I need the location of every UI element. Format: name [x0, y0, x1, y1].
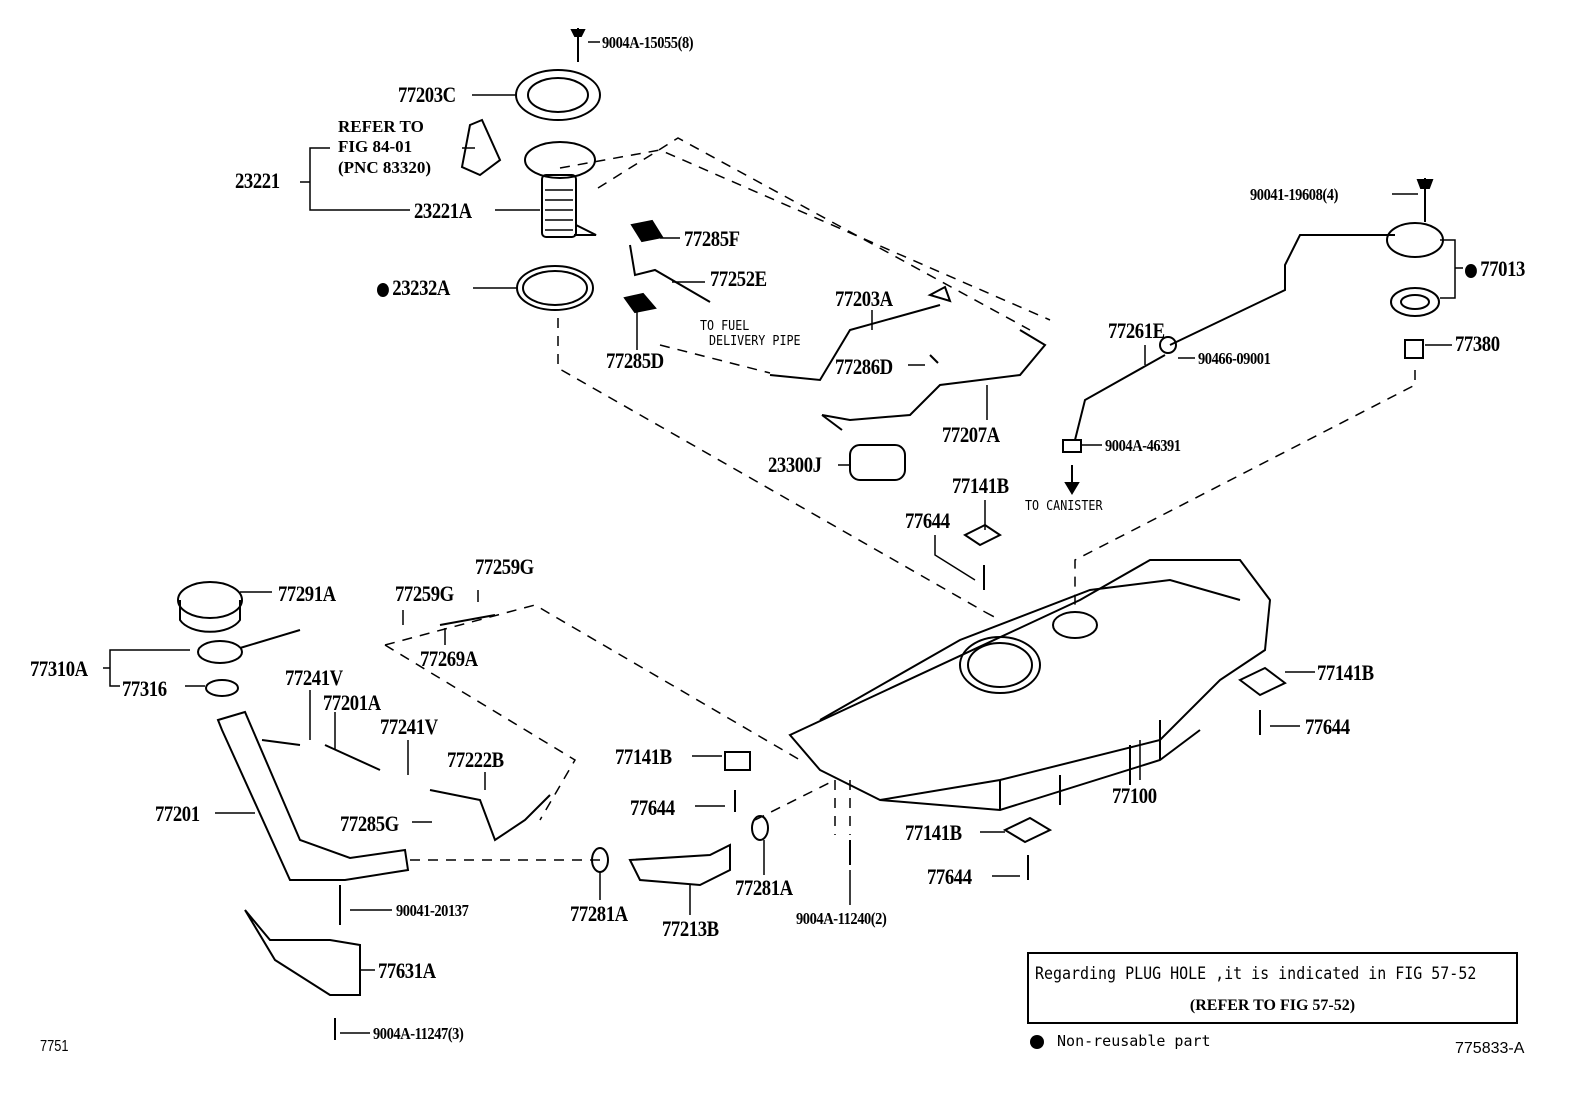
part-label-77201[interactable]: 77201 — [155, 801, 200, 826]
part-label-77013[interactable]: 77013 — [1465, 258, 1525, 280]
part-label-77213b[interactable]: 77213B — [662, 916, 719, 941]
part-label-77141b-left[interactable]: 77141B — [615, 744, 672, 769]
note-line-2: DELIVERY PIPE — [709, 333, 801, 349]
non-reusable-marker-icon — [1030, 1034, 1044, 1049]
part-label-77281a-b[interactable]: 77281A — [735, 875, 793, 900]
part-label-77259g-a[interactable]: 77259G — [395, 581, 454, 606]
part-label-77207a[interactable]: 77207A — [942, 422, 1000, 447]
fuel-tank-body-drawing — [788, 559, 1272, 812]
part-label-77252e[interactable]: 77252E — [710, 266, 767, 291]
fuel-tube-drawing — [623, 219, 1047, 481]
plug-hole-note-text: Regarding PLUG HOLE ,it is indicated in … — [1035, 964, 1477, 984]
refer-to-note[interactable]: REFER TO FIG 84-01 (PNC 83320) — [338, 117, 431, 178]
part-label-77259g-b[interactable]: 77259G — [475, 554, 534, 579]
part-label-77241v-b[interactable]: 77241V — [380, 714, 438, 739]
assembly-guide-lines — [384, 137, 1416, 861]
part-label-77203a[interactable]: 77203A — [835, 286, 893, 311]
part-number: 77013 — [1480, 256, 1525, 281]
refer-line-2: FIG 84-01 — [338, 137, 413, 157]
non-reusable-marker-icon — [1465, 263, 1477, 278]
part-label-77285g[interactable]: 77285G — [340, 811, 399, 836]
part-label-77261e[interactable]: 77261E — [1108, 318, 1165, 343]
to-canister-note: TO CANISTER — [1025, 499, 1103, 514]
part-label-77203c[interactable]: 77203C — [398, 82, 456, 107]
part-label-90466-09001[interactable]: 90466-09001 — [1198, 349, 1271, 368]
part-label-9004a-15055[interactable]: 9004A-15055(8) — [602, 33, 694, 52]
refer-line-3: (PNC 83320) — [338, 157, 432, 177]
part-label-77316[interactable]: 77316 — [122, 676, 167, 701]
part-label-77269a[interactable]: 77269A — [420, 646, 478, 671]
part-label-77631a[interactable]: 77631A — [378, 958, 436, 983]
part-label-9004a-11240[interactable]: 9004A-11240(2) — [796, 909, 887, 928]
vent-tube-drawing — [1062, 178, 1444, 495]
note-line-1: TO FUEL — [700, 319, 750, 334]
part-label-9004a-46391[interactable]: 9004A-46391 — [1105, 436, 1181, 455]
part-label-77141b-right[interactable]: 77141B — [1317, 660, 1374, 685]
legend-text: Non-reusable part — [1057, 1032, 1211, 1050]
part-label-90041-19608[interactable]: 90041-19608(4) — [1250, 185, 1338, 204]
plug-hole-note-box: Regarding PLUG HOLE ,it is indicated in … — [1027, 952, 1518, 1024]
part-label-77241v-a[interactable]: 77241V — [285, 665, 343, 690]
refer-line-1: REFER TO — [338, 117, 424, 136]
legend: Non-reusable part — [1030, 1032, 1211, 1050]
part-label-77286d[interactable]: 77286D — [835, 354, 893, 379]
leader-lines — [103, 41, 1463, 1034]
part-label-77644-right[interactable]: 77644 — [1305, 714, 1350, 739]
part-label-77281a-a[interactable]: 77281A — [570, 901, 628, 926]
non-reusable-marker-icon — [377, 282, 389, 297]
part-label-77141b-top[interactable]: 77141B — [952, 473, 1009, 498]
part-label-90041-20137[interactable]: 90041-20137 — [396, 901, 469, 920]
fuel-pump-assembly-drawing — [460, 28, 601, 311]
to-fuel-delivery-pipe-note: TO FUEL DELIVERY PIPE — [700, 319, 801, 350]
part-label-23232a[interactable]: 23232A — [377, 277, 450, 299]
part-label-9004a-11247[interactable]: 9004A-11247(3) — [373, 1024, 464, 1043]
part-label-23221a[interactable]: 23221A — [414, 198, 472, 223]
part-label-77644-top[interactable]: 77644 — [905, 508, 950, 533]
tank-straps-drawing — [724, 523, 1287, 880]
part-number: 23232A — [392, 275, 451, 300]
part-label-23221[interactable]: 23221 — [235, 168, 280, 193]
part-label-23300j[interactable]: 23300J — [768, 452, 822, 477]
part-label-77285f[interactable]: 77285F — [684, 226, 740, 251]
part-label-77201a[interactable]: 77201A — [323, 690, 381, 715]
figure-id: 775833-A — [1455, 1040, 1525, 1057]
plug-hole-reference-link[interactable]: (REFER TO FIG 57-52) — [1189, 997, 1356, 1014]
part-label-77141b-bottom[interactable]: 77141B — [905, 820, 962, 845]
part-label-77644-left[interactable]: 77644 — [630, 795, 675, 820]
part-label-77310a[interactable]: 77310A — [30, 656, 88, 681]
part-label-77100[interactable]: 77100 — [1112, 783, 1157, 808]
page-code: 7751 — [40, 1038, 69, 1055]
part-label-77644-bottom[interactable]: 77644 — [927, 864, 972, 889]
part-label-77291a[interactable]: 77291A — [278, 581, 336, 606]
part-label-77380[interactable]: 77380 — [1455, 331, 1500, 356]
part-label-77222b[interactable]: 77222B — [447, 747, 504, 772]
part-label-77285d[interactable]: 77285D — [606, 348, 664, 373]
